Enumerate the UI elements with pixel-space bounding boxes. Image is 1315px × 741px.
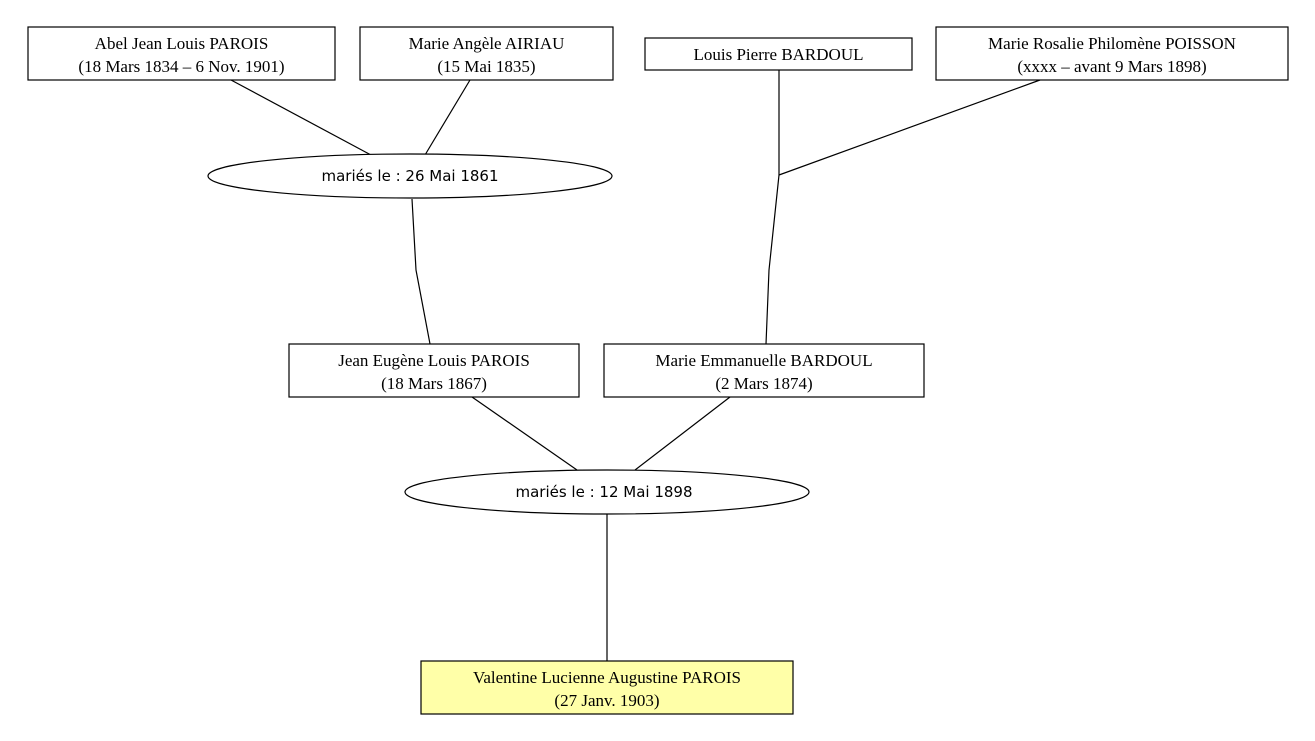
person-valentine-parois[interactable]: Valentine Lucienne Augustine PAROIS (27 … [420, 660, 794, 715]
marriage-1861: mariés le : 26 Mai 1861 [207, 153, 613, 199]
person-jean-eugene-parois[interactable]: Jean Eugène Louis PAROIS (18 Mars 1867) [288, 343, 580, 398]
person-name: Valentine Lucienne Augustine PAROIS [473, 668, 741, 687]
marriage-1898: mariés le : 12 Mai 1898 [404, 469, 810, 515]
marriage-label: mariés le : 12 Mai 1898 [515, 483, 692, 501]
person-dates: (xxxx – avant 9 Mars 1898) [1017, 57, 1206, 76]
link-marie-rosalie-junction [778, 79, 1041, 176]
person-marie-angele-airiau[interactable]: Marie Angèle AIRIAU (15 Mai 1835) [359, 26, 614, 81]
person-louis-pierre-bardoul[interactable]: Louis Pierre BARDOUL [644, 37, 913, 71]
person-name: Louis Pierre BARDOUL [694, 45, 864, 64]
link-marie-angele-marriage-1861 [424, 79, 471, 156]
person-abel-parois[interactable]: Abel Jean Louis PAROIS (18 Mars 1834 – 6… [27, 26, 336, 81]
person-dates: (18 Mars 1867) [381, 374, 487, 393]
person-marie-emmanuelle-bardoul[interactable]: Marie Emmanuelle BARDOUL (2 Mars 1874) [603, 343, 925, 398]
person-dates: (2 Mars 1874) [715, 374, 812, 393]
person-name: Jean Eugène Louis PAROIS [338, 351, 530, 370]
marriage-label: mariés le : 26 Mai 1861 [321, 167, 498, 185]
person-marie-rosalie-poisson[interactable]: Marie Rosalie Philomène POISSON (xxxx – … [935, 26, 1289, 81]
link-junction-marie-emmanuelle [765, 174, 780, 345]
person-dates: (18 Mars 1834 – 6 Nov. 1901) [78, 57, 284, 76]
link-jean-eugene-marriage-1898 [471, 396, 578, 471]
person-name: Marie Rosalie Philomène POISSON [988, 34, 1236, 53]
link-marie-emmanuelle-marriage-1898 [634, 396, 731, 471]
person-name: Abel Jean Louis PAROIS [95, 34, 269, 53]
link-marriage-1861-jean-eugene [411, 198, 431, 345]
connectors [230, 70, 1041, 661]
person-dates: (15 Mai 1835) [437, 57, 535, 76]
link-abel-marriage-1861 [230, 79, 372, 156]
person-name: Marie Angèle AIRIAU [409, 34, 565, 53]
person-dates: (27 Janv. 1903) [554, 691, 659, 710]
person-name: Marie Emmanuelle BARDOUL [655, 351, 872, 370]
